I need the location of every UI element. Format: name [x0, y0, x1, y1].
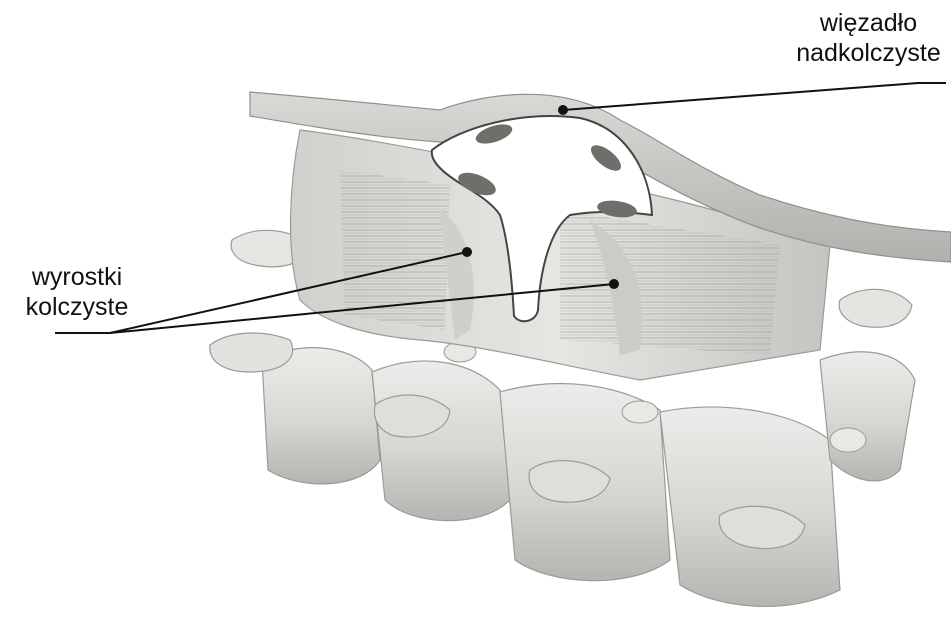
transverse-process-right [839, 289, 912, 327]
label-spinous-processes-line1: wyrostki [2, 262, 152, 292]
label-supraspinous-ligament: więzadło nadkolczyste [786, 8, 951, 68]
vertebral-body-1 [262, 348, 380, 484]
facet-joint-3 [830, 428, 866, 452]
leader-dot-ligament [558, 105, 568, 115]
vertebral-body-2 [372, 361, 510, 521]
vertebral-body-5 [820, 352, 915, 481]
leader-line-ligament [563, 83, 918, 110]
leader-dot-process-1 [462, 247, 472, 257]
transverse-process-left-1 [210, 333, 293, 372]
label-spinous-processes-line2: kolczyste [2, 292, 152, 322]
label-supraspinous-ligament-line2: nadkolczyste [786, 38, 951, 68]
leader-dot-process-2 [609, 279, 619, 289]
label-supraspinous-ligament-line1: więzadło [786, 8, 951, 38]
facet-joint-2 [622, 401, 658, 423]
label-spinous-processes: wyrostki kolczyste [2, 262, 152, 322]
